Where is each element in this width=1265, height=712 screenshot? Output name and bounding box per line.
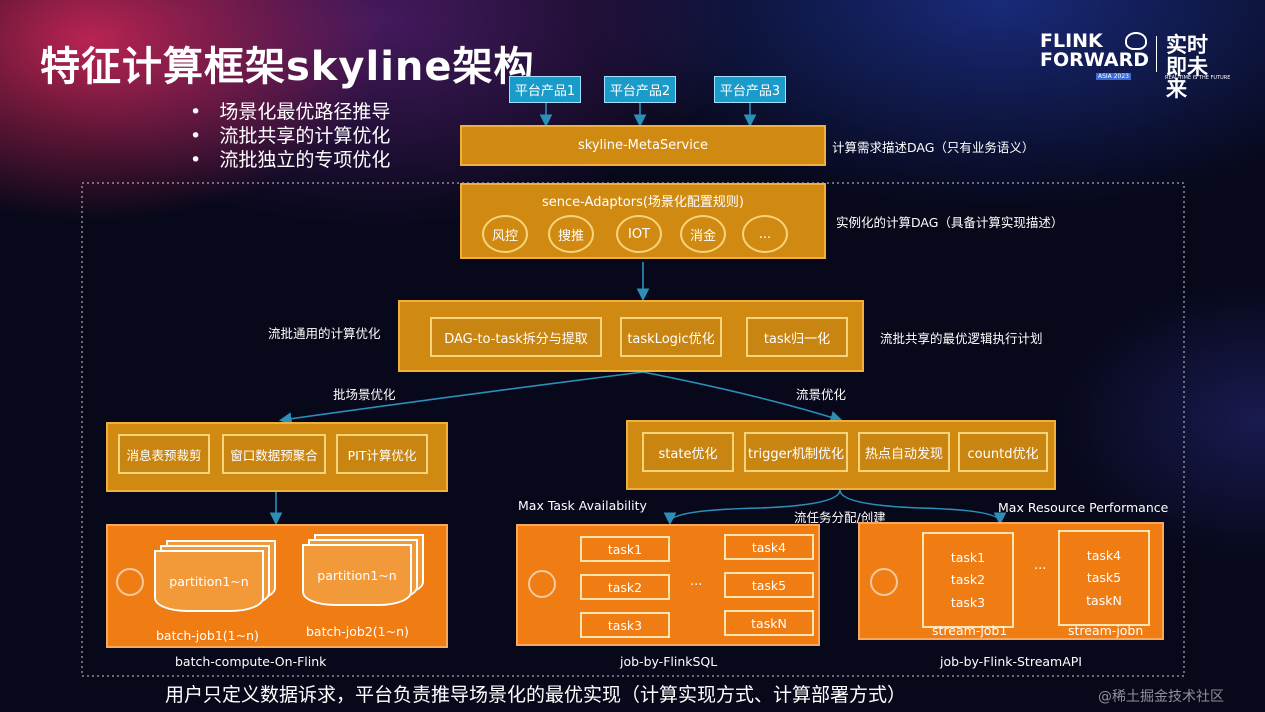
- assign-right-label: Max Resource Performance: [998, 500, 1169, 515]
- stream-opt-item-1: state优化: [642, 432, 734, 472]
- assign-left-label: Max Task Availability: [518, 498, 647, 513]
- meta-service-note: 计算需求描述DAG（只有业务语义）: [832, 140, 1035, 155]
- batch-job2-label: batch-job2(1~n): [306, 624, 409, 639]
- squirrel-icon: [116, 568, 144, 596]
- bullet-item: • 流批共享的计算优化: [190, 124, 390, 148]
- batch-job1-label: batch-job1(1~n): [156, 628, 259, 643]
- footer-text: 用户只定义数据诉求，平台负责推导场景化的最优实现（计算实现方式、计算部署方式）: [165, 684, 907, 706]
- batch-jobs-box: partition1~n batch-job1(1~n) partition1~…: [106, 524, 448, 648]
- scene-more: ...: [742, 215, 788, 253]
- api-task-4: task4: [1086, 548, 1122, 563]
- page-title: 特征计算框架skyline架构: [40, 44, 535, 90]
- stream-opt-label: 流景优化: [796, 387, 847, 402]
- api-jobs-caption: job-by-Flink-StreamAPI: [940, 654, 1082, 669]
- arrow-to-stream: [642, 371, 844, 424]
- squirrel-icon: [1125, 32, 1147, 50]
- logo-cn: 实时即未来: [1166, 33, 1208, 101]
- product-1: 平台产品1: [509, 76, 581, 103]
- logo-line2: FORWARD: [1040, 49, 1149, 71]
- sql-task-n: taskN: [724, 610, 814, 636]
- common-opt-label: 流批通用的计算优化: [268, 326, 381, 341]
- batch-opt-item-1: 消息表预裁剪: [118, 434, 210, 474]
- stream-opt-item-3: 热点自动发现: [858, 432, 950, 472]
- product-2: 平台产品2: [604, 76, 676, 103]
- sql-task-4: task4: [724, 534, 814, 560]
- bullet-text: 场景化最优路径推导: [219, 101, 391, 123]
- stream-opt-box: state优化 trigger机制优化 热点自动发现 countd优化: [626, 420, 1056, 490]
- logo-badge: ASIA 2023: [1096, 73, 1131, 80]
- api-task-5: task5: [1086, 570, 1122, 585]
- adaptors-note: 实例化的计算DAG（具备计算实现描述）: [836, 215, 1064, 230]
- sql-task-5: task5: [724, 572, 814, 598]
- scene-iot: IOT: [616, 215, 662, 253]
- batch-opt-item-2: 窗口数据预聚合: [222, 434, 326, 474]
- logo-divider: [1156, 36, 1157, 72]
- adaptors-label: sence-Adaptors(场景化配置规则): [541, 195, 744, 210]
- logo-line1: FLINK: [1040, 30, 1103, 52]
- api-task-2: task2: [950, 572, 986, 587]
- bullet-dot: •: [190, 149, 220, 171]
- logo-tagline: REAL-TIME IS THE FUTURE: [1165, 75, 1231, 81]
- arrow-to-api: [839, 489, 1007, 526]
- api-task-n: taskN: [1086, 593, 1122, 608]
- flink-forward-logo: FLINK FORWARD ASIA 2023 实时即未来 REAL-TIME …: [1040, 30, 1250, 101]
- sql-jobs-box: task1 task2 task3 ... task4 task5 taskN: [516, 524, 820, 646]
- stream-jobn-label: stream-jobn: [1068, 623, 1144, 638]
- stream-opt-item-4: countd优化: [958, 432, 1048, 472]
- product-3: 平台产品3: [714, 76, 786, 103]
- stream-job1-label: stream-job1: [932, 623, 1008, 638]
- batch-opt-label: 批场景优化: [333, 387, 396, 402]
- stream-jobn-group: task4 task5 taskN: [1058, 530, 1150, 626]
- sql-jobs-caption: job-by-FlinkSQL: [620, 654, 718, 669]
- adaptors-box: sence-Adaptors(场景化配置规则) 风控 搜推 IOT 消金 ...: [460, 183, 826, 259]
- api-jobs-box: task1 task2 task3 stream-job1 ... task4 …: [858, 522, 1164, 640]
- scene-finance: 消金: [680, 215, 726, 253]
- bullet-dot: •: [190, 125, 220, 147]
- api-task-3: task3: [950, 595, 986, 610]
- api-task-ellipsis: ...: [1034, 558, 1047, 573]
- common-opt-item-3: task归一化: [746, 317, 848, 357]
- common-opt-item-2: taskLogic优化: [620, 317, 722, 357]
- scene-risk: 风控: [482, 215, 528, 253]
- sql-task-1: task1: [580, 536, 670, 562]
- batch-job1-partitions: partition1~n: [154, 550, 264, 612]
- bullet-dot: •: [190, 101, 220, 123]
- common-opt-item-1: DAG-to-task拆分与提取: [430, 317, 602, 357]
- squirrel-icon: [870, 568, 898, 596]
- bullet-item: • 流批独立的专项优化: [190, 148, 390, 172]
- assign-label: 流任务分配/创建: [794, 510, 886, 525]
- common-opt-box: DAG-to-task拆分与提取 taskLogic优化 task归一化: [398, 300, 864, 372]
- bullet-text: 流批独立的专项优化: [219, 149, 391, 171]
- sql-task-2: task2: [580, 574, 670, 600]
- api-task-1: task1: [950, 550, 986, 565]
- batch-opt-item-3: PIT计算优化: [336, 434, 428, 474]
- bullet-list: • 场景化最优路径推导 • 流批共享的计算优化 • 流批独立的专项优化: [190, 100, 390, 172]
- arrow-to-batch: [278, 371, 644, 426]
- squirrel-icon: [528, 570, 556, 598]
- common-opt-note: 流批共享的最优逻辑执行计划: [880, 331, 1043, 346]
- scene-search: 搜推: [548, 215, 594, 253]
- bullet-item: • 场景化最优路径推导: [190, 100, 390, 124]
- sql-task-3: task3: [580, 612, 670, 638]
- batch-opt-box: 消息表预裁剪 窗口数据预聚合 PIT计算优化: [106, 422, 448, 492]
- watermark: @稀土掘金技术社区: [1098, 689, 1224, 705]
- meta-service-box: skyline-MetaService: [460, 125, 826, 166]
- bullet-text: 流批共享的计算优化: [219, 125, 391, 147]
- sql-task-ellipsis: ...: [690, 574, 703, 589]
- batch-job2-partitions: partition1~n: [302, 544, 412, 606]
- stream-job1-group: task1 task2 task3: [922, 532, 1014, 628]
- stream-opt-item-2: trigger机制优化: [744, 432, 848, 472]
- arrow-to-sql: [663, 489, 841, 526]
- batch-jobs-caption: batch-compute-On-Flink: [175, 654, 327, 669]
